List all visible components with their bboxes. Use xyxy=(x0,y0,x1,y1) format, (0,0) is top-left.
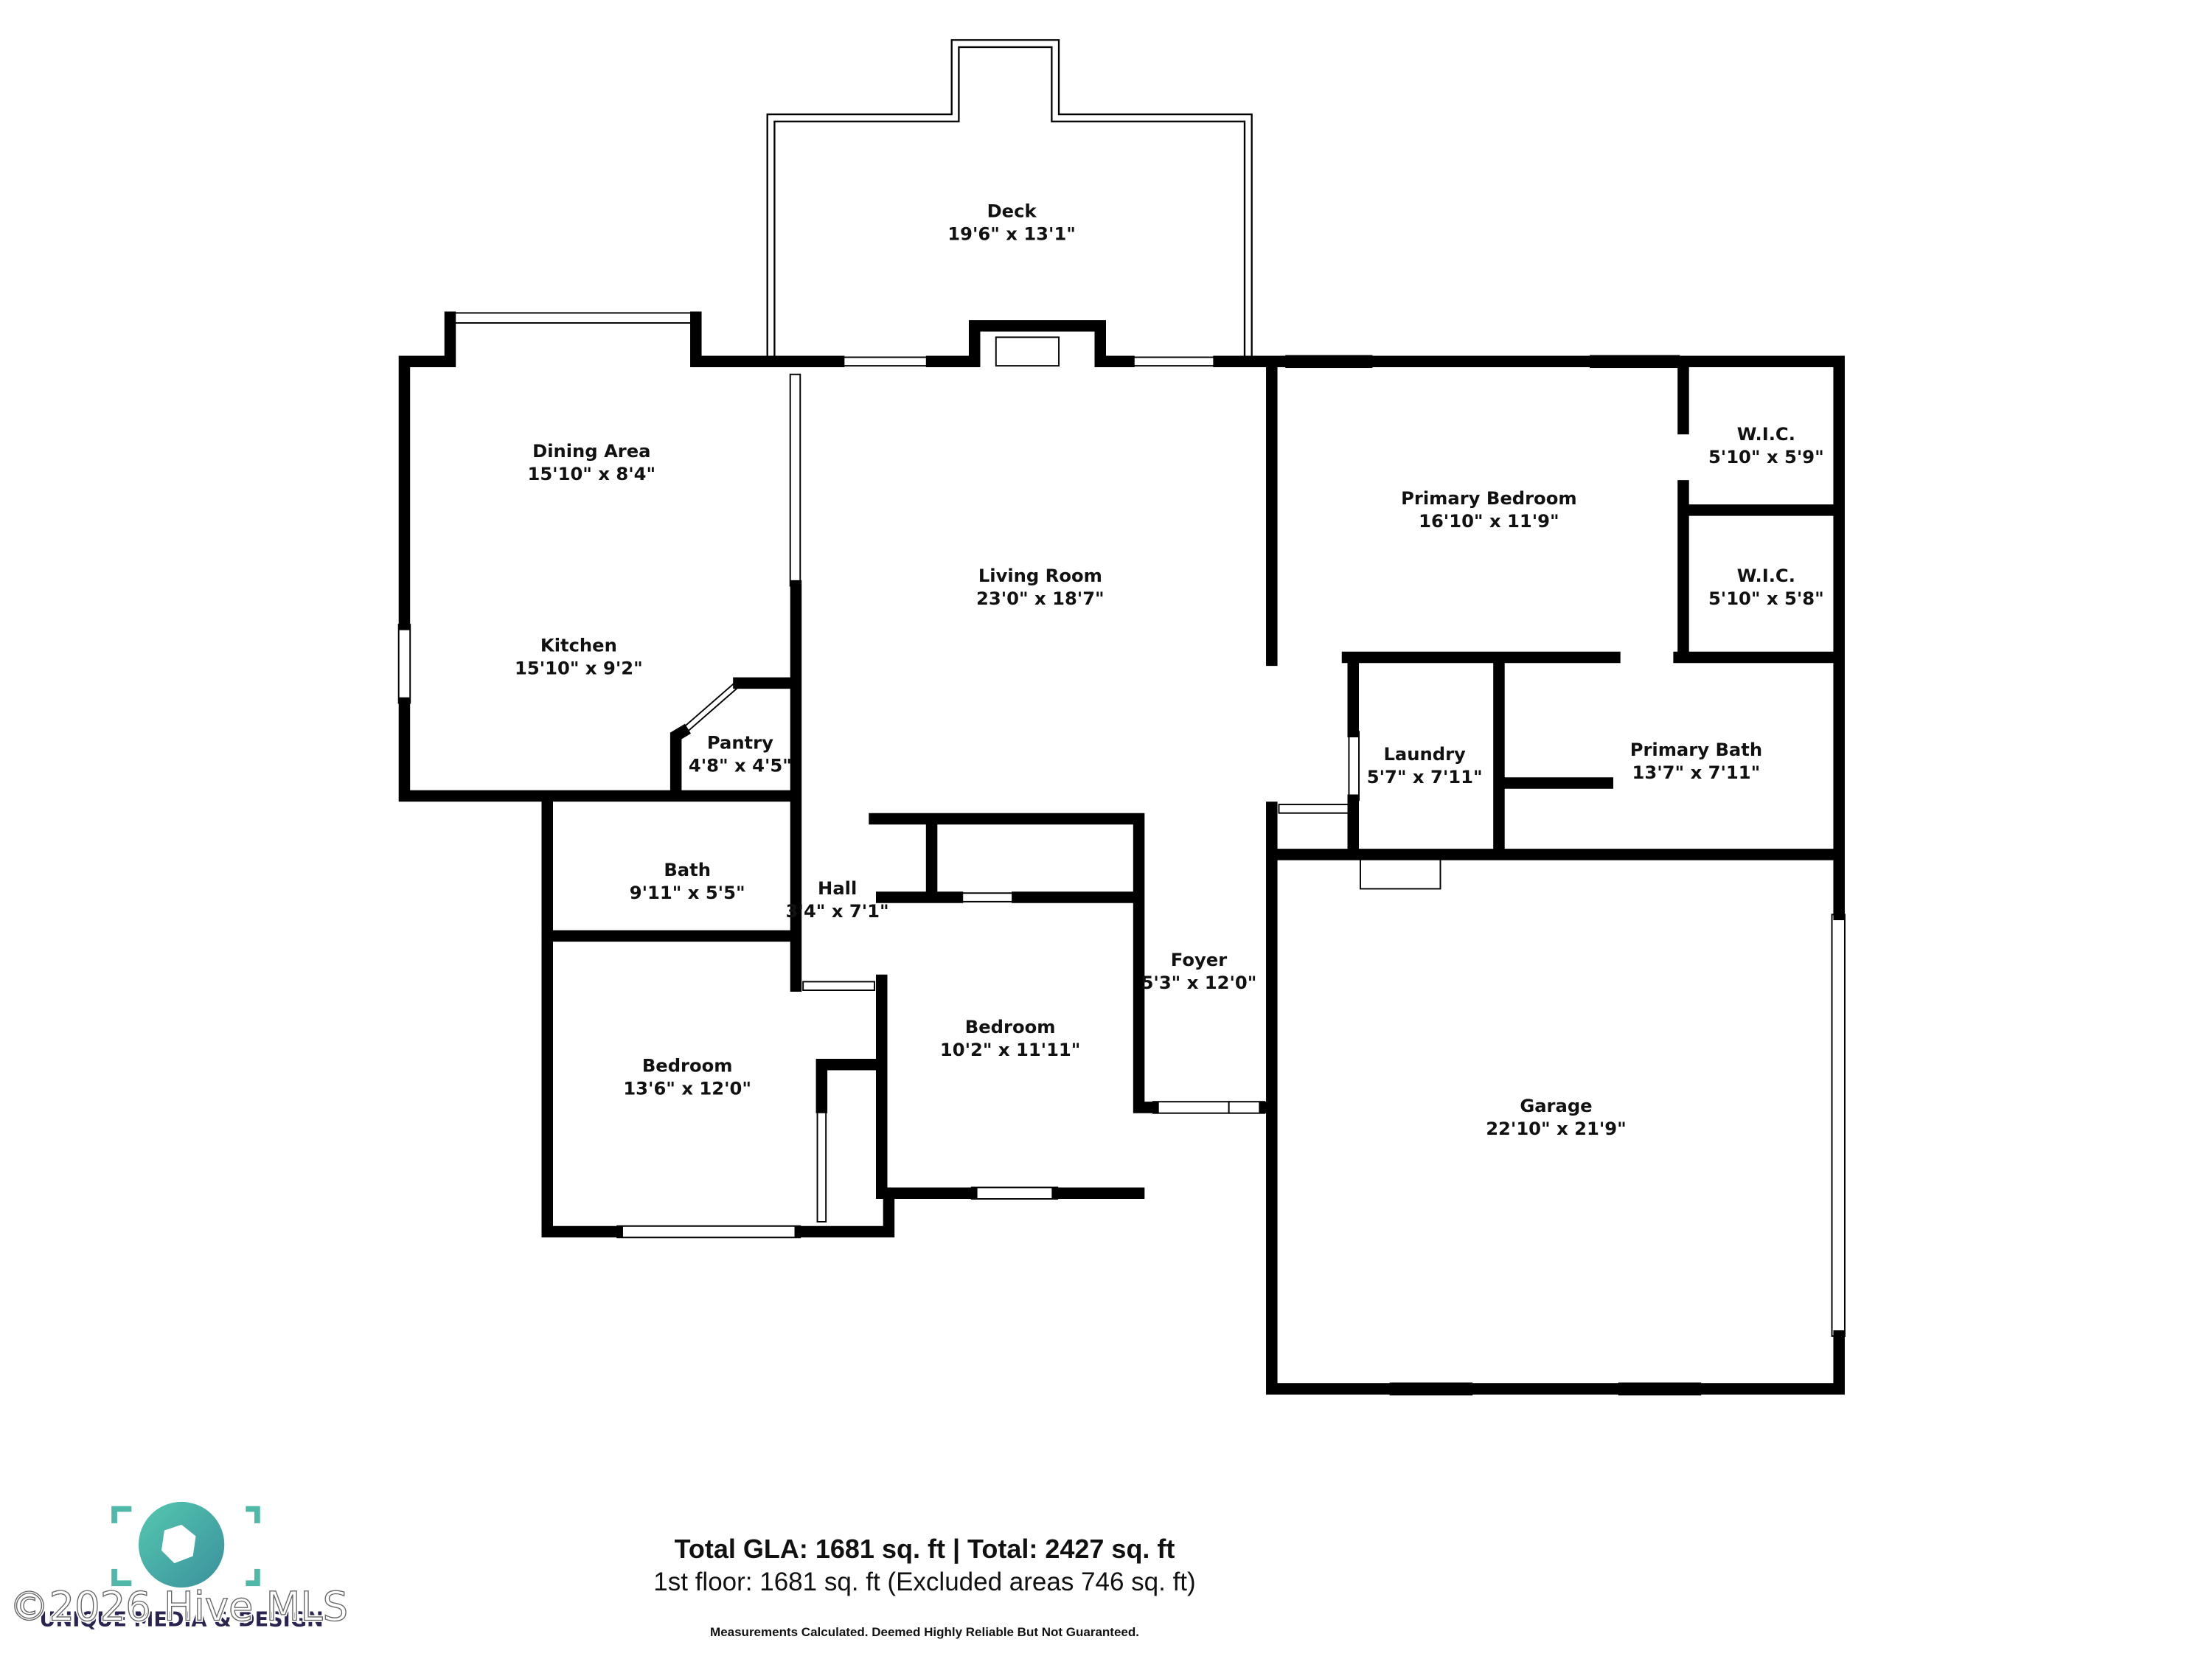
room-label: Garage 22'10" x 21'9" xyxy=(1486,1096,1627,1139)
room-dimensions: 19'6" x 13'1" xyxy=(947,224,1076,245)
room-label: W.I.C.5'10" x 5'8" xyxy=(1708,566,1824,609)
room-name: W.I.C. xyxy=(1737,566,1795,586)
room-name: Deck xyxy=(987,201,1037,222)
watermark-outline: ©2026 Hive MLS xyxy=(9,1584,348,1630)
deck-outline xyxy=(766,39,1253,358)
room-name: Bath xyxy=(664,860,711,880)
room-name: Primary Bath xyxy=(1630,740,1762,760)
room-name: Dining Area xyxy=(532,441,650,462)
room-dimensions: 10'2" x 11'11" xyxy=(940,1040,1081,1060)
room-dimensions: 16'10" x 11'9" xyxy=(1419,511,1559,532)
room-label: Bedroom 10'2" x 11'11" xyxy=(940,1017,1081,1060)
room-name: Hall xyxy=(818,878,857,899)
room-dimensions: 3'4" x 7'1" xyxy=(786,901,889,922)
room-name: W.I.C. xyxy=(1737,424,1795,445)
total-area: Total GLA: 1681 sq. ft | Total: 2427 sq.… xyxy=(674,1534,1175,1564)
company-logo: UNIQUE MEDIA & DESIGN ©2026 Hive MLS ©20… xyxy=(7,1498,349,1632)
room-name: Laundry xyxy=(1384,744,1467,765)
room-dimensions: 5'10" x 5'8" xyxy=(1708,588,1824,609)
room-name: Garage xyxy=(1520,1096,1592,1116)
floor-area: 1st floor: 1681 sq. ft (Excluded areas 7… xyxy=(653,1568,1196,1596)
room-label: W.I.C.5'10" x 5'9" xyxy=(1708,424,1824,467)
room-name: Bedroom xyxy=(965,1017,1056,1037)
room-dimensions: 15'10" x 9'2" xyxy=(515,658,643,679)
room-name: Kitchen xyxy=(540,636,617,656)
room-dimensions: 5'7" x 7'11" xyxy=(1367,767,1483,787)
room-dimensions: 22'10" x 21'9" xyxy=(1486,1119,1627,1139)
room-label: Foyer 5'3" x 12'0" xyxy=(1141,950,1257,993)
room-dimensions: 23'0" x 18'7" xyxy=(976,588,1105,609)
room-name: Bedroom xyxy=(642,1055,733,1076)
room-dimensions: 13'7" x 7'11" xyxy=(1632,762,1761,783)
room-name: Primary Bedroom xyxy=(1401,488,1576,509)
room-dimensions: 5'10" x 5'9" xyxy=(1708,447,1824,467)
room-label: Bath 9'11" x 5'5" xyxy=(630,860,745,903)
disclaimer: Measurements Calculated. Deemed Highly R… xyxy=(710,1625,1139,1639)
room-dimensions: 13'6" x 12'0" xyxy=(623,1078,751,1099)
walls xyxy=(397,311,1846,1396)
logo-text: UNIQUE MEDIA & DESIGN xyxy=(40,1608,324,1631)
room-dimensions: 4'8" x 4'5" xyxy=(689,756,792,776)
room-dimensions: 15'10" x 8'4" xyxy=(527,464,655,484)
room-name: Pantry xyxy=(707,733,773,754)
room-name: Living Room xyxy=(978,566,1102,586)
room-dimensions: 9'11" x 5'5" xyxy=(630,883,745,903)
watermark: ©2026 Hive MLS xyxy=(9,1584,348,1630)
room-name: Foyer xyxy=(1171,950,1227,970)
room-dimensions: 5'3" x 12'0" xyxy=(1141,973,1257,993)
